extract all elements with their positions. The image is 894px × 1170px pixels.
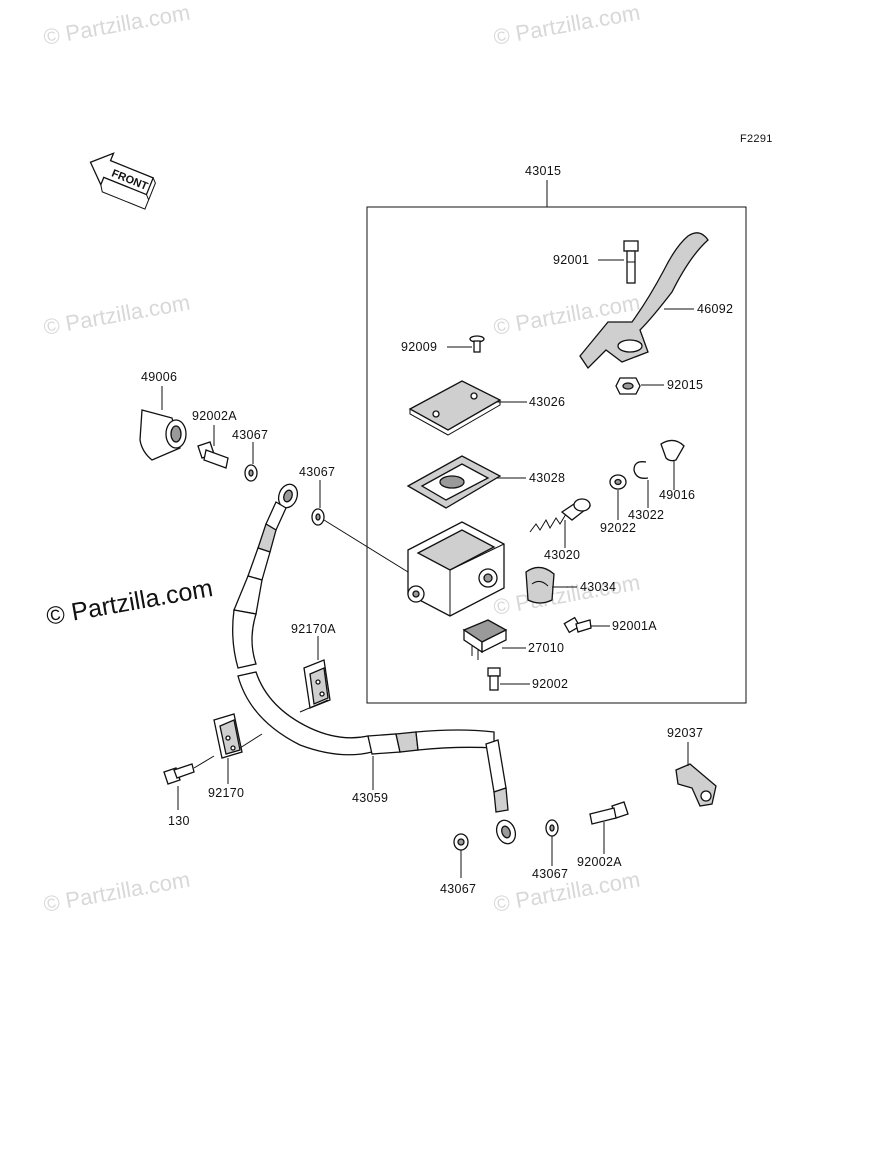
- watermark: © Partzilla.com: [492, 570, 642, 620]
- bolt-92001A: [563, 616, 592, 634]
- callout-92001: 92001: [553, 253, 589, 267]
- switch-27010: [462, 619, 508, 660]
- callout-130: 130: [168, 814, 190, 828]
- callout-43067-br: 43067: [532, 867, 568, 881]
- master-cylinder-body: [407, 521, 505, 617]
- piston-kit-43020: [529, 498, 592, 533]
- watermark-main: © Partzilla.com: [44, 574, 215, 631]
- washer-92022: [609, 474, 627, 490]
- callout-92002A-top: 92002A: [192, 409, 237, 423]
- callout-92022: 92022: [600, 521, 636, 535]
- watermark: © Partzilla.com: [42, 290, 192, 340]
- brake-hose-43059: [232, 483, 517, 845]
- bracket-92037: [675, 763, 717, 807]
- callout-43067-top: 43067: [232, 428, 268, 442]
- callout-46092: 46092: [697, 302, 733, 316]
- callout-92015: 92015: [667, 378, 703, 392]
- callout-43034: 43034: [580, 580, 616, 594]
- clamp-92170: [213, 713, 243, 759]
- bolt-92001: [623, 240, 639, 284]
- callout-43020: 43020: [544, 548, 580, 562]
- bolt-92002A-bottom: [589, 801, 629, 825]
- callout-43026: 43026: [529, 395, 565, 409]
- screw-92009: [469, 335, 485, 353]
- circlip-43022: [633, 461, 649, 479]
- diaphragm-43028: [406, 455, 502, 509]
- watermark: © Partzilla.com: [42, 867, 192, 917]
- callout-43067-mid: 43067: [299, 465, 335, 479]
- callout-92170A: 92170A: [291, 622, 336, 636]
- brake-lever-46092: [579, 232, 709, 370]
- watermark: © Partzilla.com: [492, 0, 642, 50]
- callout-43022: 43022: [628, 508, 664, 522]
- cap-49006: [139, 409, 187, 461]
- clamp-92170A: [303, 659, 331, 709]
- assembly-box-43015: [366, 206, 747, 704]
- washer-43067-br: [545, 819, 559, 837]
- callout-27010: 27010: [528, 641, 564, 655]
- callout-43028: 43028: [529, 471, 565, 485]
- clamp-43034: [525, 566, 555, 604]
- boot-49016: [660, 439, 685, 462]
- washer-43067-bl: [453, 833, 469, 851]
- callout-43015: 43015: [525, 164, 561, 178]
- diagram-code: F2291: [740, 133, 773, 145]
- callout-92002: 92002: [532, 677, 568, 691]
- washer-43067-top: [244, 464, 258, 482]
- callout-43059: 43059: [352, 791, 388, 805]
- callout-92001A: 92001A: [612, 619, 657, 633]
- nut-92015: [615, 377, 641, 395]
- callout-43067-bl: 43067: [440, 882, 476, 896]
- callout-92037: 92037: [667, 726, 703, 740]
- washer-43067-mid: [311, 508, 325, 526]
- front-arrow-icon: FRONT: [89, 152, 156, 210]
- watermark: © Partzilla.com: [42, 0, 192, 50]
- bolt-130: [163, 763, 195, 785]
- callout-92009: 92009: [401, 340, 437, 354]
- screw-92002: [487, 667, 501, 691]
- watermarks: © Partzilla.com © Partzilla.com © Partzi…: [42, 0, 642, 917]
- callout-49016: 49016: [659, 488, 695, 502]
- callout-92170: 92170: [208, 786, 244, 800]
- cap-43026: [408, 380, 502, 436]
- callout-92002A-bottom: 92002A: [577, 855, 622, 869]
- bolt-92002A-top: [197, 441, 229, 469]
- callout-49006: 49006: [141, 370, 177, 384]
